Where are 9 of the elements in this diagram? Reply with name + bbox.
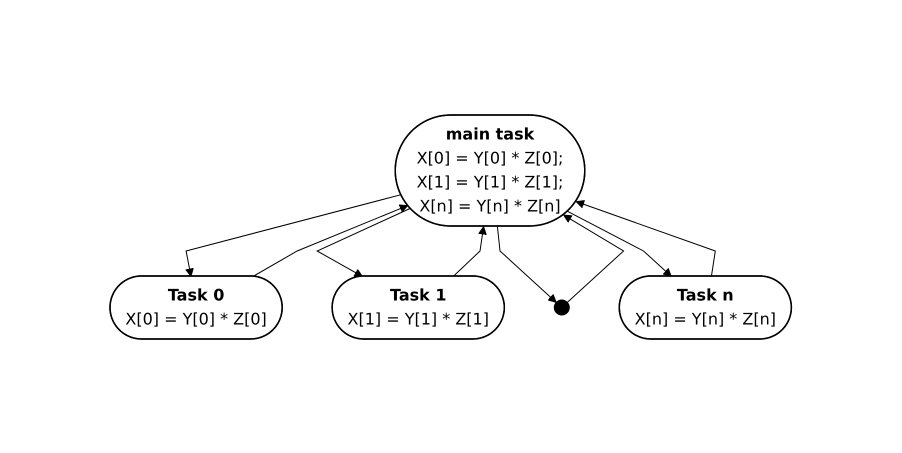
arrow	[186, 194, 402, 276]
arrow	[568, 210, 672, 276]
arrow	[497, 226, 557, 302]
arrow	[563, 214, 625, 302]
arrow	[453, 226, 488, 276]
arrow	[576, 200, 716, 276]
arrow	[252, 204, 408, 277]
node-dots	[554, 298, 570, 315]
arrow	[316, 207, 412, 276]
